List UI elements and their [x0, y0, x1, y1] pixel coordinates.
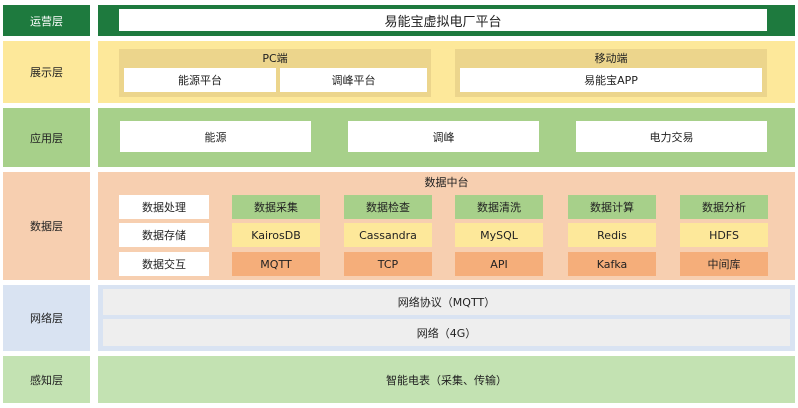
data-column-header: 数据清洗	[455, 195, 543, 219]
layer-label-display: 展示层	[3, 41, 90, 103]
data-column-header: 数据采集	[232, 195, 320, 219]
display-band: PC端 能源平台 调峰平台 移动端 易能宝APP	[98, 41, 795, 103]
data-platform-title: 数据中台	[424, 176, 469, 189]
data-column-header: 数据计算	[568, 195, 656, 219]
data-function-processing: 数据处理	[119, 195, 209, 219]
ops-band: 易能宝虚拟电厂平台	[98, 5, 795, 36]
network-band: 网络协议（MQTT） 网络（4G）	[98, 285, 795, 351]
data-column-protocol: Kafka	[568, 252, 656, 276]
data-column-header: 数据分析	[680, 195, 768, 219]
perception-band: 智能电表（采集、传输）	[98, 356, 795, 403]
mobile-title: 移动端	[594, 52, 628, 65]
layer-label-network: 网络层	[3, 285, 90, 351]
data-function-storage: 数据存储	[119, 223, 209, 247]
data-column-db: MySQL	[455, 223, 543, 247]
layer-label-perception: 感知层	[3, 356, 90, 403]
data-column-protocol: TCP	[344, 252, 432, 276]
layer-label-ops: 运营层	[3, 5, 90, 36]
pc-group: PC端 能源平台 调峰平台	[119, 49, 431, 97]
mobile-item-app: 易能宝APP	[460, 68, 762, 92]
pc-title: PC端	[262, 52, 288, 65]
network-row-protocol: 网络协议（MQTT）	[103, 289, 790, 315]
app-item-energy: 能源	[120, 121, 311, 152]
application-band: 能源 调峰 电力交易	[98, 108, 795, 167]
pc-item-energy-platform: 能源平台	[124, 68, 276, 92]
mobile-group: 移动端 易能宝APP	[455, 49, 767, 97]
data-column-header: 数据检查	[344, 195, 432, 219]
data-column-db: Redis	[568, 223, 656, 247]
data-column-protocol: MQTT	[232, 252, 320, 276]
pc-item-peak-platform: 调峰平台	[280, 68, 427, 92]
layer-label-application: 应用层	[3, 108, 90, 167]
data-column-db: Cassandra	[344, 223, 432, 247]
data-column-db: KairosDB	[232, 223, 320, 247]
app-item-trading: 电力交易	[576, 121, 767, 152]
network-row-4g: 网络（4G）	[103, 319, 790, 346]
app-item-peak: 调峰	[348, 121, 539, 152]
data-band: 数据中台 数据处理 数据存储 数据交互 数据采集 KairosDB MQTT 数…	[98, 172, 795, 280]
platform-title: 易能宝虚拟电厂平台	[119, 9, 767, 31]
data-column-protocol: API	[455, 252, 543, 276]
data-column-protocol: 中间库	[680, 252, 768, 276]
data-column-db: HDFS	[680, 223, 768, 247]
data-function-exchange: 数据交互	[119, 252, 209, 276]
layer-label-data: 数据层	[3, 172, 90, 280]
